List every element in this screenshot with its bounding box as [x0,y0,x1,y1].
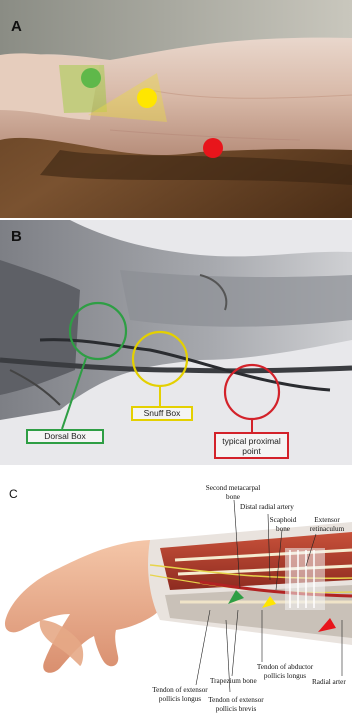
label-abductor: Tendon of abductor pollicis longus [248,663,322,680]
panel-c-letter: C [9,487,18,501]
label-epl-line1: Tendon of extensor [140,686,220,695]
label-extensor-ret-line1: Extensor [304,516,350,525]
label-abductor-line2: pollicis longus [248,672,322,681]
label-epb-line1: Tendon of extensor [196,696,276,705]
label-epb: Tendon of extensor pollicis brevis [196,696,276,713]
snuff-box-label: Snuff Box [131,406,193,421]
red-point-marker [203,138,223,158]
proximal-label-line2: point [216,446,287,456]
yellow-point-marker [137,88,157,108]
dorsal-box-label: Dorsal Box [26,429,104,444]
proximal-point-label: typical proximal point [214,432,289,459]
label-scaphoid-line2: bone [266,525,300,534]
label-epb-line2: pollicis brevis [196,705,276,714]
label-radial-artery: Radial arter [312,678,346,687]
label-trapezium: Trapezium bone [210,677,257,686]
forearm-photo [0,0,352,218]
panel-a-letter: A [11,18,22,35]
label-extensor-ret-line2: retinaculum [304,525,350,534]
green-point-marker [81,68,101,88]
label-distal-radial-artery: Distal radial artery [240,503,294,512]
label-extensor-retinaculum: Extensor retinaculum [304,516,350,533]
label-second-metacarpal: Second metacarpal bone [198,484,268,501]
label-scaphoid-line1: Scaphoid [266,516,300,525]
label-second-metacarpal-line1: Second metacarpal [198,484,268,493]
label-second-metacarpal-line2: bone [198,493,268,502]
label-abductor-line1: Tendon of abductor [248,663,322,672]
panel-c: C Second metacarpal bone Distal radial a… [0,470,352,716]
panel-b-letter: B [11,228,22,245]
panel-a: A [0,0,352,218]
panel-b: B Dorsal Box Snuff Box typical proximal … [0,220,352,465]
proximal-label-line1: typical proximal [216,436,287,446]
label-scaphoid: Scaphoid bone [266,516,300,533]
